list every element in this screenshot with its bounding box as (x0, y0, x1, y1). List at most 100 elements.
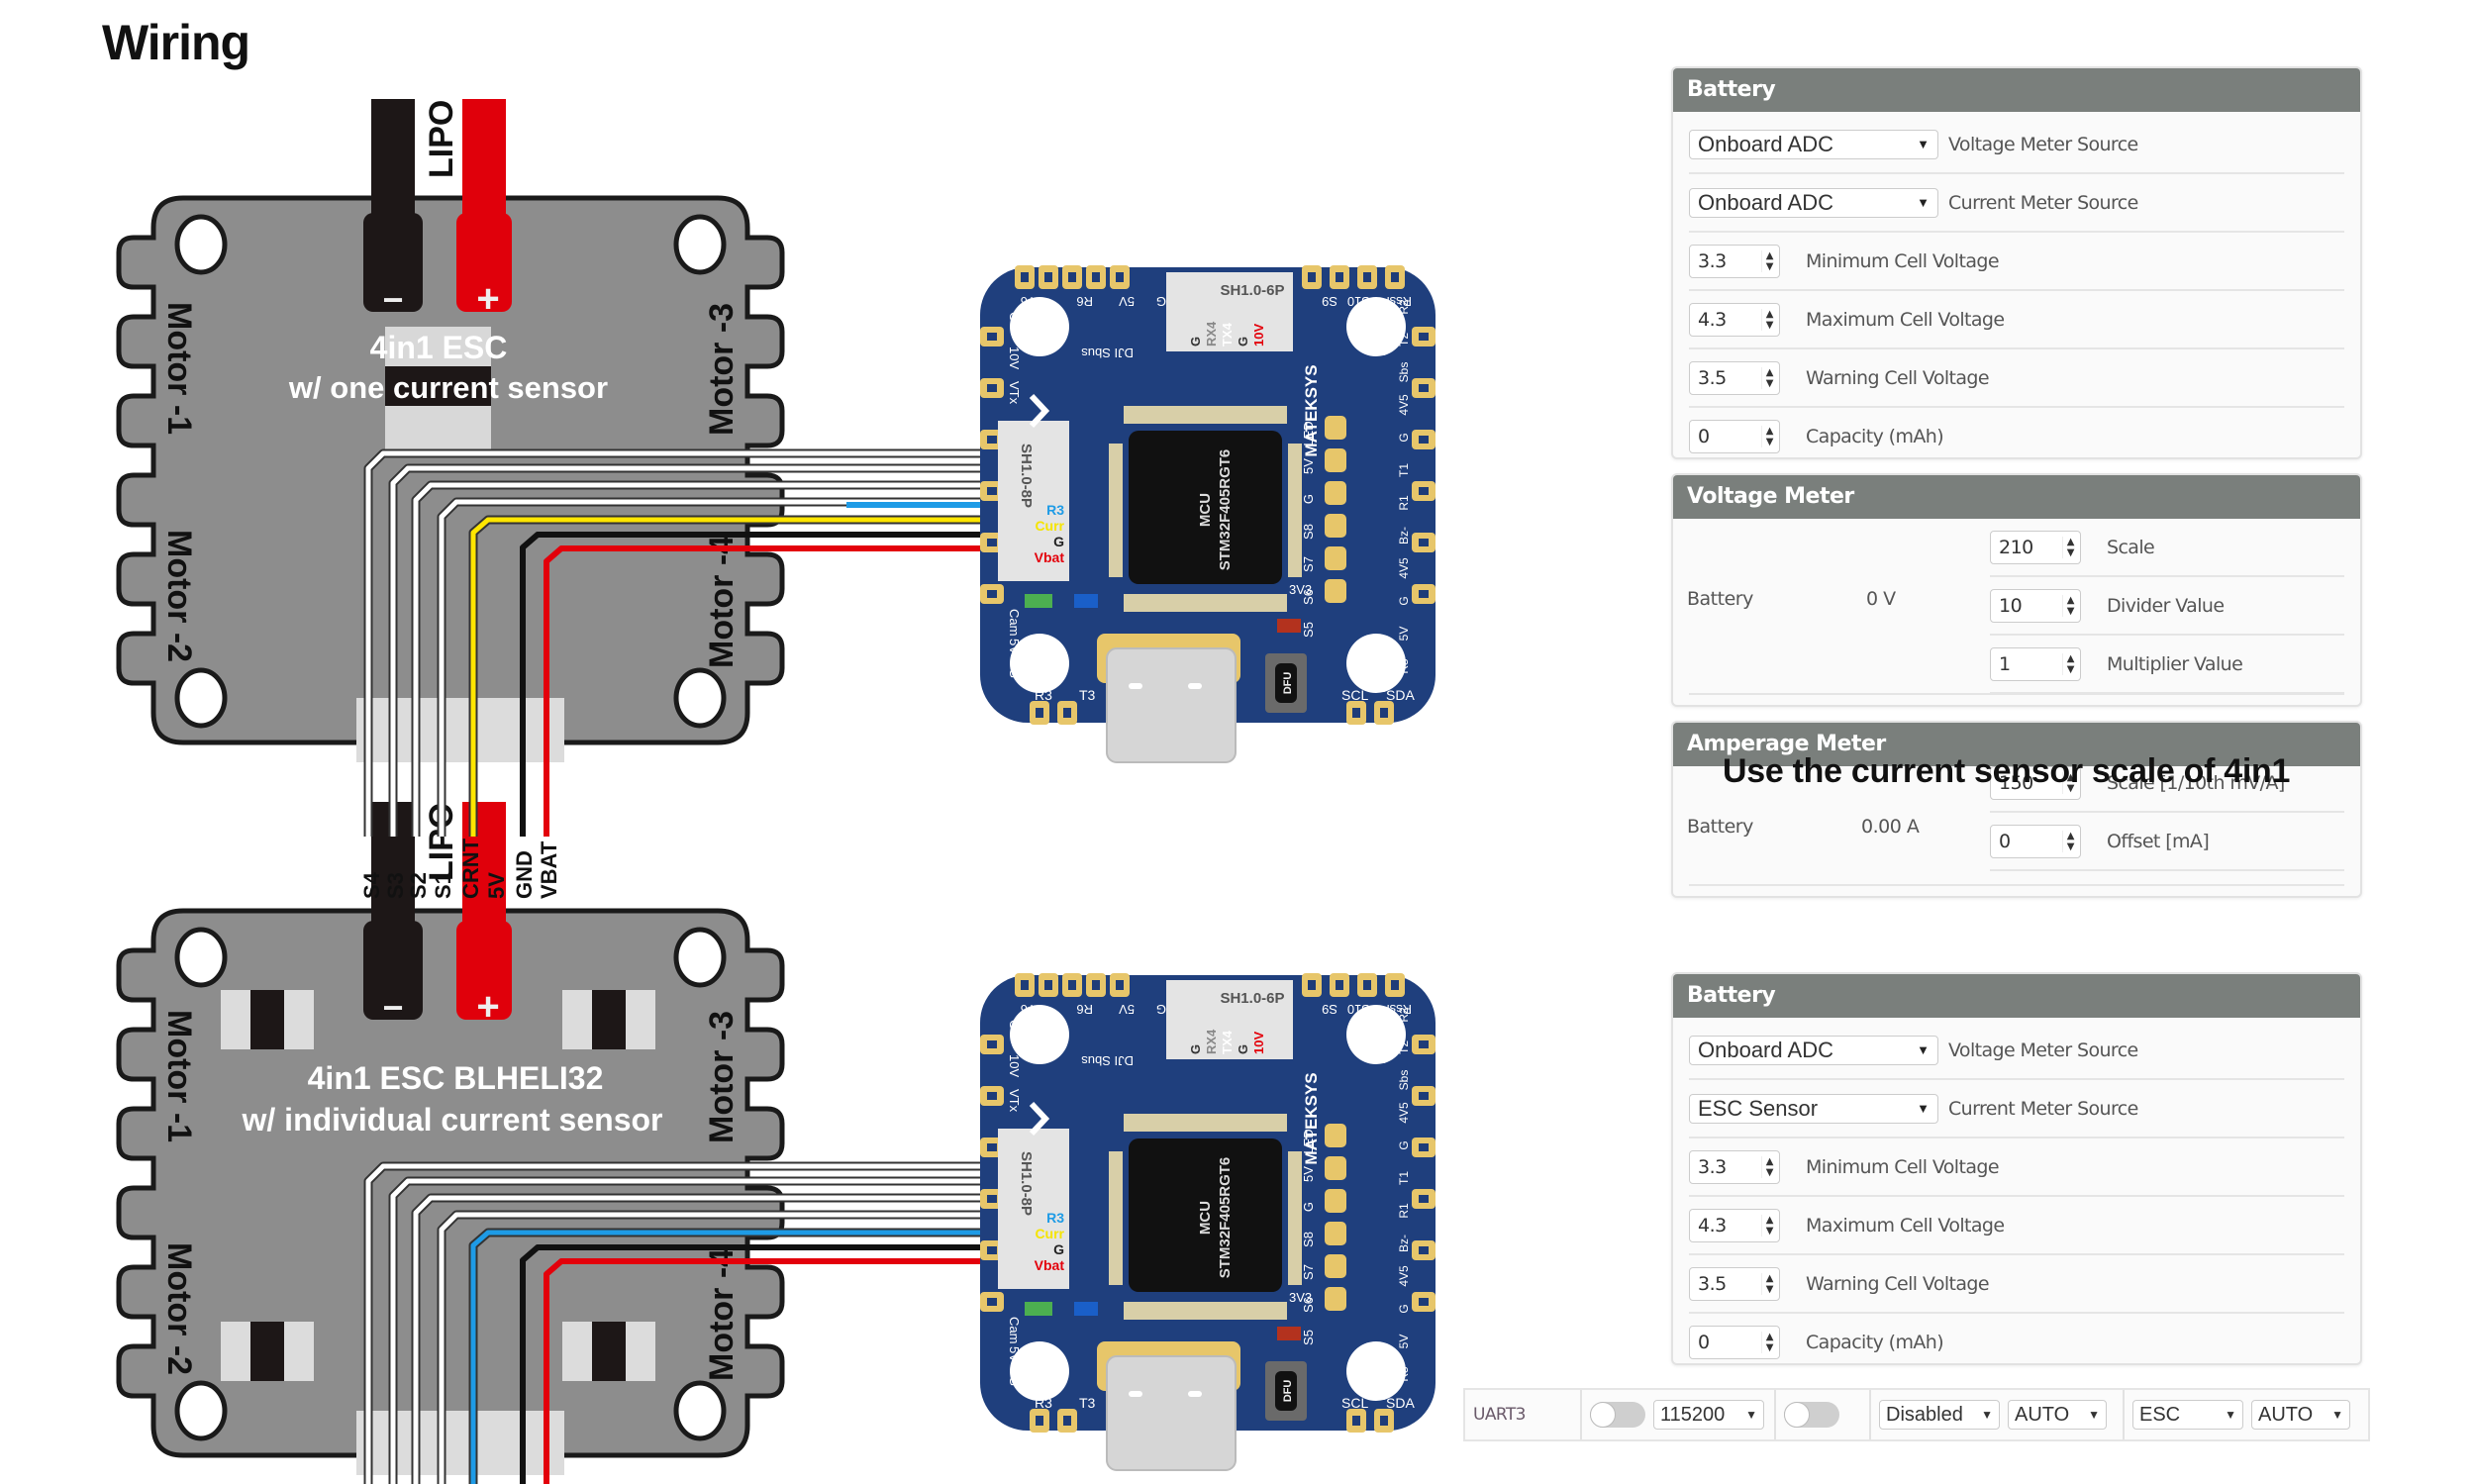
sensor-baud-select[interactable]: AUTO▼ (2251, 1400, 2350, 1430)
spin-up-icon[interactable]: ▲ (1765, 366, 1774, 378)
meter-reading: 0 V (1866, 588, 1896, 610)
spin-up-icon[interactable]: ▲ (1765, 308, 1774, 320)
spin-down-icon[interactable]: ▼ (2066, 605, 2075, 617)
pad-label: SDA (1386, 687, 1415, 703)
spin-up-icon[interactable]: ▲ (1765, 1331, 1774, 1342)
spinner-icon[interactable]: ▲▼ (2061, 830, 2075, 852)
spin-down-icon[interactable]: ▼ (2066, 546, 2075, 558)
spinner-icon[interactable]: ▲▼ (1760, 366, 1774, 389)
solder-pad (1412, 1035, 1436, 1054)
spin-up-icon[interactable]: ▲ (1765, 1155, 1774, 1167)
telemetry-select[interactable]: Disabled▼ (1879, 1400, 2000, 1430)
solder-pad (1086, 973, 1106, 997)
input-value: 150 (1999, 771, 2033, 794)
pin-label: S1 (431, 872, 455, 899)
spin-down-icon[interactable]: ▼ (1765, 260, 1774, 272)
spinner-icon[interactable]: ▲▼ (1760, 1331, 1774, 1353)
solder-pad (1030, 701, 1049, 725)
spinner-icon[interactable]: ▲▼ (2061, 594, 2075, 617)
spinner-icon[interactable]: ▲▼ (2061, 771, 2075, 794)
spin-up-icon[interactable]: ▲ (2066, 536, 2075, 547)
msp-toggle[interactable] (1590, 1402, 1645, 1428)
pad-label: S8 (1301, 1232, 1316, 1247)
numeric-input[interactable]: 3.3▲▼ (1689, 1149, 1780, 1184)
spin-down-icon[interactable]: ▼ (1765, 1341, 1774, 1353)
spin-up-icon[interactable]: ▲ (1765, 249, 1774, 261)
pad-label: 4V5 (1397, 1265, 1411, 1287)
spin-down-icon[interactable]: ▼ (1765, 1225, 1774, 1237)
numeric-input[interactable]: 210▲▼ (1990, 530, 2081, 564)
solder-pad (1057, 1409, 1077, 1433)
spinner-icon[interactable]: ▲▼ (1760, 1155, 1774, 1178)
led-blue (1074, 1302, 1098, 1316)
numeric-input[interactable]: 10▲▼ (1990, 588, 2081, 623)
voltage-meter-source-select[interactable]: Onboard ADC▼ (1689, 1035, 1938, 1065)
spin-down-icon[interactable]: ▼ (1765, 1283, 1774, 1295)
spin-down-icon[interactable]: ▼ (2066, 782, 2075, 794)
numeric-input[interactable]: 150 ▲▼ (1990, 765, 2081, 800)
connector-6p-label: SH1.0-6P (1220, 282, 1284, 299)
select-value: ESC Sensor (1698, 1095, 1819, 1121)
numeric-input[interactable]: 1▲▼ (1990, 646, 2081, 681)
dropdown-arrow-icon: ▼ (1917, 1101, 1930, 1116)
spin-up-icon[interactable]: ▲ (1765, 1214, 1774, 1226)
solder-pad (1346, 1409, 1366, 1433)
connector-pin-label: G (1236, 337, 1250, 346)
toggle-knob (1784, 1402, 1810, 1428)
spin-up-icon[interactable]: ▲ (2066, 771, 2075, 783)
telemetry-baud-select[interactable]: AUTO▼ (2008, 1400, 2107, 1430)
solder-pad (1302, 265, 1322, 289)
current-meter-source-select[interactable]: ESC Sensor ▼ (1689, 1093, 1938, 1124)
numeric-input[interactable]: 4.3▲▼ (1689, 302, 1780, 337)
serial-rx-toggle[interactable] (1784, 1402, 1839, 1428)
msp-baud-select[interactable]: 115200▼ (1653, 1400, 1764, 1430)
numeric-input[interactable]: 0▲▼ (1689, 1325, 1780, 1359)
solder-pad (1330, 265, 1349, 289)
current-sensor-block-left (221, 990, 314, 1049)
numeric-input[interactable]: 3.5▲▼ (1689, 360, 1780, 395)
spinner-icon[interactable]: ▲▼ (1760, 308, 1774, 331)
spinner-icon[interactable]: ▲▼ (1760, 249, 1774, 272)
pad-label: R3 (1035, 687, 1052, 703)
numeric-input[interactable]: 3.3▲▼ (1689, 244, 1780, 278)
spin-up-icon[interactable]: ▲ (2066, 594, 2075, 606)
numeric-input[interactable]: 0▲▼ (1990, 824, 2081, 858)
current-meter-source-select[interactable]: Onboard ADC▼ (1689, 187, 1938, 218)
spin-up-icon[interactable]: ▲ (1765, 425, 1774, 437)
spinner-icon[interactable]: ▲▼ (1760, 1272, 1774, 1295)
numeric-input[interactable]: 4.3▲▼ (1689, 1208, 1780, 1242)
spin-down-icon[interactable]: ▼ (2066, 663, 2075, 675)
spin-up-icon[interactable]: ▲ (2066, 652, 2075, 664)
solder-pad (1412, 1138, 1436, 1157)
spin-down-icon[interactable]: ▼ (1765, 319, 1774, 331)
spinner-icon[interactable]: ▲▼ (1760, 1214, 1774, 1237)
connector-pin-label: Vbat (1035, 1257, 1065, 1273)
numeric-input[interactable]: 0▲▼ (1689, 419, 1780, 453)
mounting-hole (1010, 1341, 1069, 1401)
numeric-field-row: 10▲▼Divider Value (1990, 577, 2344, 636)
spin-down-icon[interactable]: ▼ (1765, 1166, 1774, 1178)
spinner-icon[interactable]: ▲▼ (2061, 536, 2075, 558)
vbat-wire (544, 545, 990, 837)
voltage-meter-source-select[interactable]: Onboard ADC▼ (1689, 129, 1938, 159)
pad-label: T6 (1021, 294, 1036, 309)
pad-label: Bz- (1397, 527, 1411, 544)
current-sensor-block-left-lower (221, 1322, 314, 1381)
numeric-input[interactable]: 3.5▲▼ (1689, 1266, 1780, 1301)
signal-wire-s2 (413, 1195, 990, 1484)
pad-label: 5V (1397, 1335, 1411, 1349)
telemetry-cell: Disabled▼ AUTO▼ (1871, 1390, 2125, 1439)
pad-label: R2 (1397, 299, 1411, 315)
motor-3-label: Motor -3 (703, 303, 741, 436)
dfu-button-face (1275, 663, 1297, 703)
spin-down-icon[interactable]: ▼ (1765, 436, 1774, 447)
mcu-chip (1129, 431, 1282, 584)
spin-up-icon[interactable]: ▲ (1765, 1272, 1774, 1284)
spinner-icon[interactable]: ▲▼ (1760, 425, 1774, 447)
spinner-icon[interactable]: ▲▼ (2061, 652, 2075, 675)
spin-down-icon[interactable]: ▼ (2066, 841, 2075, 852)
spin-up-icon[interactable]: ▲ (2066, 830, 2075, 841)
sensor-select[interactable]: ESC▼ (2132, 1400, 2243, 1430)
solder-pad (1086, 265, 1106, 289)
spin-down-icon[interactable]: ▼ (1765, 377, 1774, 389)
